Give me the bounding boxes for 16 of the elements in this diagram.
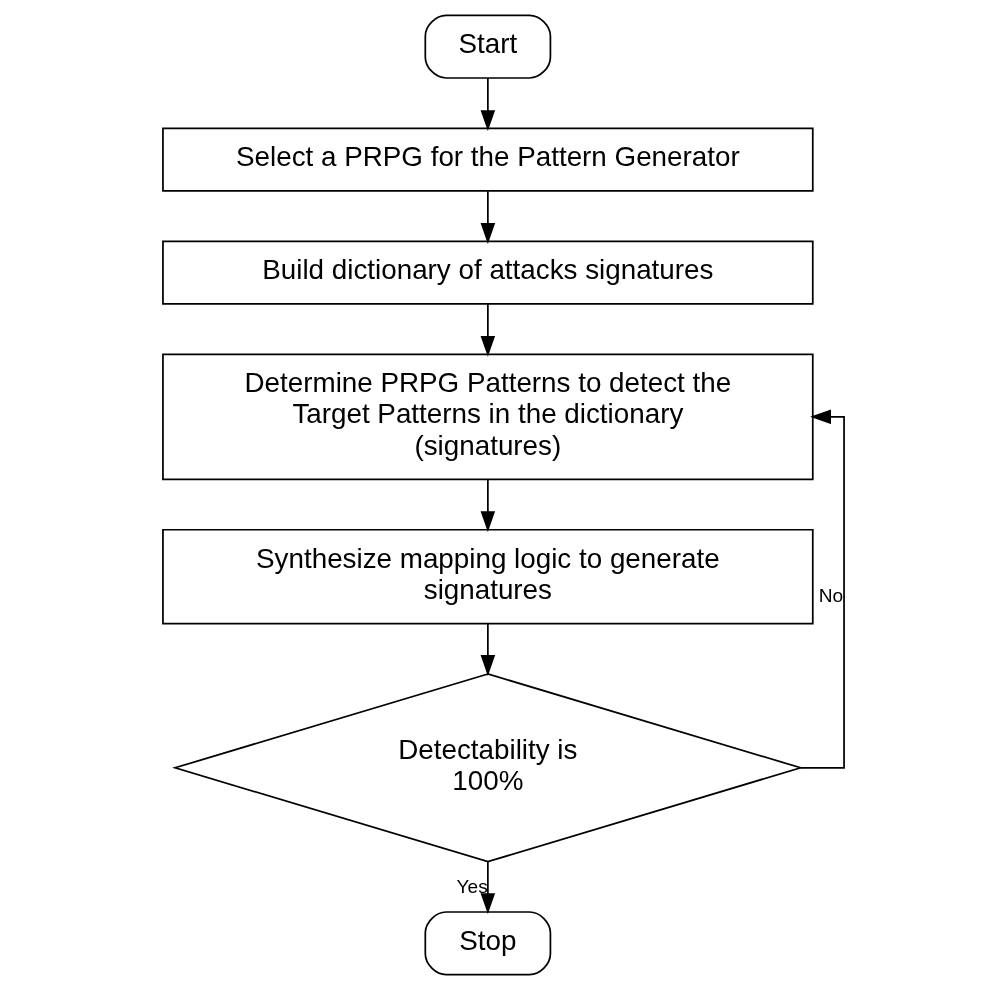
node-box: Select a PRPG for the Pattern Generator xyxy=(161,127,814,192)
arrow xyxy=(480,623,495,676)
arrow xyxy=(480,860,495,915)
edge-label: Yes xyxy=(456,876,488,898)
edge-label: No xyxy=(818,584,843,606)
arrow xyxy=(480,478,495,533)
node-box: Stop xyxy=(423,911,551,976)
node-diamond: Detectability is 100% xyxy=(171,673,804,863)
arrow xyxy=(799,409,845,769)
arrow xyxy=(480,77,495,131)
node-box: Start xyxy=(423,14,551,79)
arrow xyxy=(480,303,495,357)
arrow xyxy=(480,190,495,244)
node-box: Build dictionary of attacks signatures xyxy=(161,240,814,305)
node-box: Synthesize mapping logic to generate signatures xyxy=(161,528,814,625)
node-box: Determine PRPG Patterns to detect the Target Patterns in the dictionary (signatures) xyxy=(161,353,814,481)
